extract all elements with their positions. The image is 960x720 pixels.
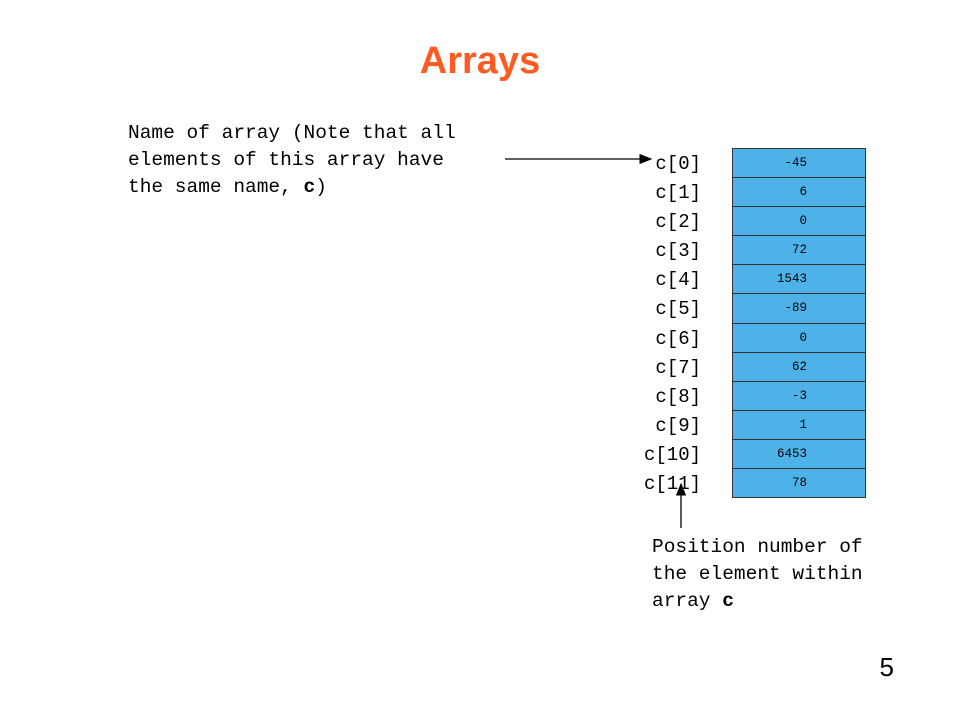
array-cell: -89 <box>732 294 866 324</box>
array-cell: 78 <box>732 469 866 499</box>
index-label: c[4] <box>655 269 701 292</box>
annotation-line: Position number of <box>652 536 863 558</box>
index-label: c[2] <box>655 211 701 234</box>
index-label: c[7] <box>655 356 701 379</box>
array-name-bold: c <box>303 176 316 198</box>
index-label: c[3] <box>655 240 701 263</box>
array-cell: 1543 <box>732 265 866 295</box>
annotation-line: the element within <box>652 563 863 585</box>
array-name-annotation: Name of array (Note that all elements of… <box>128 120 456 201</box>
array-cell: 0 <box>732 323 866 353</box>
index-label: c[10] <box>643 443 701 466</box>
annotation-line: Name of array (Note that all <box>128 122 456 144</box>
slide-title: Arrays <box>419 40 541 82</box>
annotation-text: ) <box>315 176 327 198</box>
annotation-text: array <box>652 590 723 612</box>
array-cell: 72 <box>732 236 866 266</box>
array-cell: -3 <box>732 381 866 411</box>
index-label: c[5] <box>655 298 701 321</box>
array-cell: 0 <box>732 207 866 237</box>
position-number-annotation: Position number of the element within ar… <box>652 534 863 615</box>
index-label: c[0] <box>655 153 701 175</box>
index-label: c[9] <box>655 414 701 437</box>
annotation-line: elements of this array have <box>128 149 444 171</box>
array-name-bold: c <box>722 590 734 612</box>
index-label: c[6] <box>655 327 701 350</box>
array-cell: -45 <box>732 149 866 179</box>
array-cell: 1 <box>732 410 866 440</box>
annotation-line: array c <box>652 588 863 615</box>
index-labels: c[0] c[1] c[2] c[3] c[4] c[5] c[6] c[7] c[8] c[9]… <box>644 150 701 499</box>
index-label: c[8] <box>655 385 701 408</box>
array-cell: 62 <box>732 352 866 382</box>
index-label: c[1] <box>655 182 701 205</box>
annotation-line: the same name, c) <box>128 174 456 201</box>
array-cell: 6453 <box>732 439 866 470</box>
page-number: 5 <box>879 652 894 682</box>
index-label: c[11] <box>643 473 701 496</box>
array-cell: 6 <box>732 178 866 208</box>
annotation-text: the same name, <box>128 176 304 198</box>
